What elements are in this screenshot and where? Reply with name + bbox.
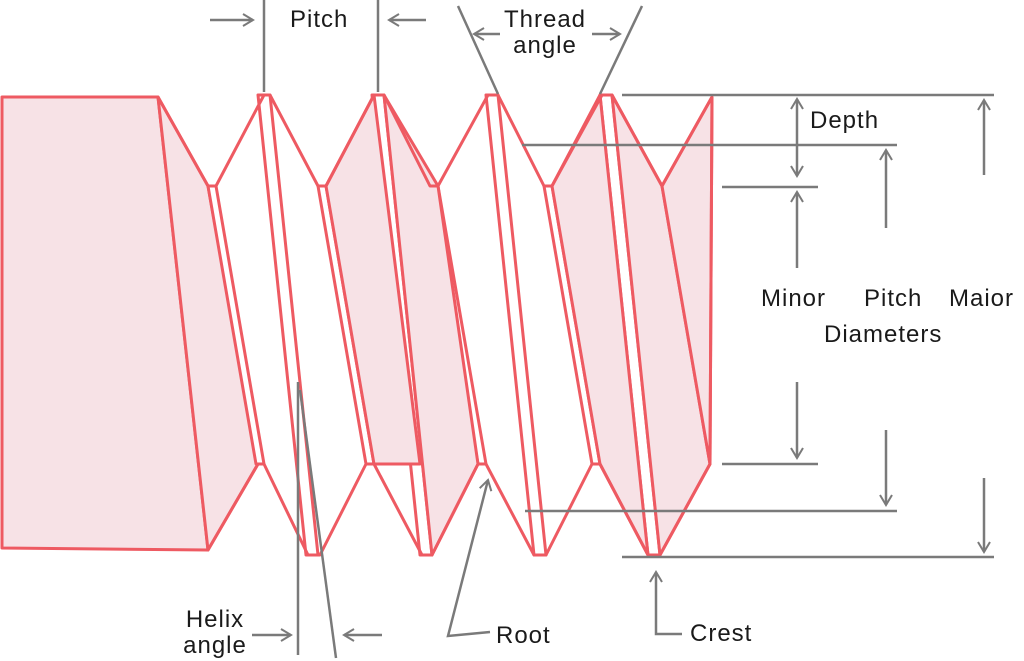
thread-top-profile	[156, 93, 714, 188]
thread-angle-label: Thread angle	[490, 7, 600, 59]
thread-angle-label-line1: Thread	[503, 6, 587, 33]
minor-diameter-label: Minor	[761, 285, 827, 312]
thread-crest	[484, 93, 548, 557]
screw-body	[0, 93, 714, 557]
dimension-lines	[210, 0, 994, 659]
crest-label: Crest	[690, 620, 753, 647]
thread-bottom-profile	[206, 462, 712, 557]
major-diameter-label: Maior	[949, 285, 1015, 312]
thread-angle-line-left	[456, 5, 500, 95]
depth-label: Depth	[810, 107, 880, 134]
root-label: Root	[496, 622, 551, 649]
thread-end-edge	[708, 96, 714, 465]
diameters-label: Diameters	[824, 321, 943, 348]
thread-angle-line-right	[598, 5, 644, 95]
pitch-diameter-label: Pitch	[864, 285, 923, 312]
root-leader	[446, 478, 493, 638]
helix-angle-label-line2: angle	[183, 632, 247, 659]
pitch-label: Pitch	[290, 6, 349, 33]
helix-slant-line	[298, 389, 338, 659]
crest-leader	[649, 570, 682, 636]
helix-angle-label: Helix angle	[172, 607, 258, 659]
thread-crest	[256, 93, 320, 557]
thread-angle-label-line2: angle	[513, 32, 577, 59]
helix-angle-label-line1: Helix	[185, 606, 245, 633]
